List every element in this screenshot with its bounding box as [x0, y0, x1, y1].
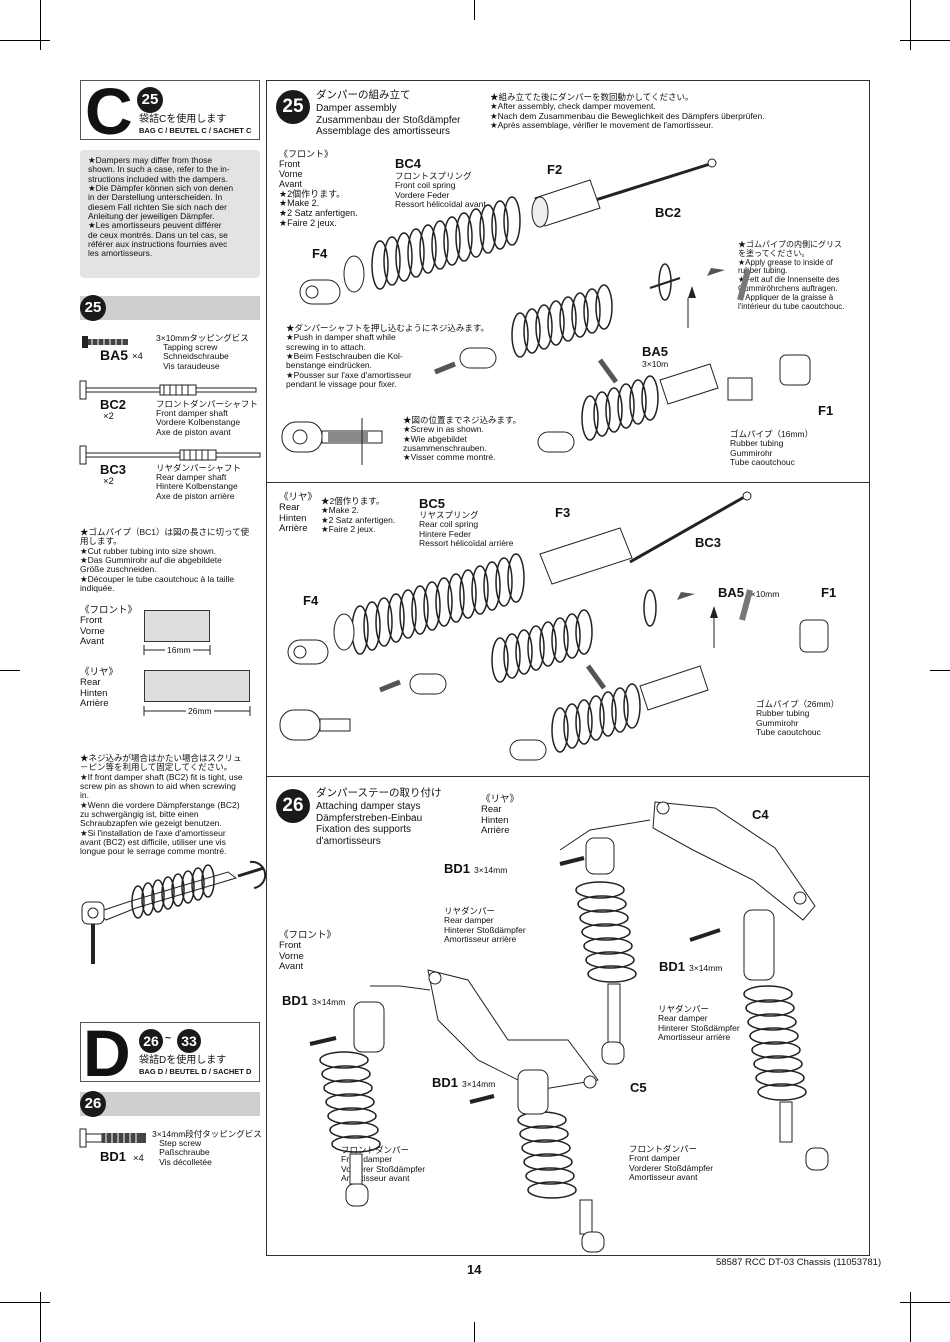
- bag-c-label: BAG C / BEUTEL C / SACHET C: [139, 126, 252, 135]
- rear-damper-shaft-icon: [79, 445, 261, 465]
- label-bc4: BC4: [395, 156, 422, 171]
- label-ba5-a-size: 3×10m: [642, 359, 669, 369]
- part-name-bc3: リヤダンパーシャフト Rear damper shaft Hintere Kol…: [156, 463, 241, 501]
- front-damper-label-b: フロントダンパー Front damper Vorderer Stoßdämpf…: [629, 1144, 714, 1183]
- label-c5: C5: [630, 1080, 647, 1095]
- label-ba5-b: BA5: [718, 585, 745, 600]
- tubing-front-length: 16mm: [165, 645, 193, 656]
- rear-damper-assembly-diagram: [279, 491, 829, 761]
- label-bc2-a: BC2: [655, 205, 682, 220]
- tube-16-label: ゴムパイプ（16mm） Rubber tubing Gummirohr Tube…: [730, 429, 814, 468]
- front-damper-assembly-diagram: [281, 158, 811, 465]
- tube-26-label: ゴムパイプ（26mm） Rubber tubing Gummirohr Tube…: [756, 699, 840, 738]
- tubing-rear-length: 26mm: [186, 706, 214, 717]
- label-bc5-desc: リヤスプリング Rear coil spring Hintere Feder R…: [419, 510, 514, 549]
- step-25-rear-make: ★2個作ります。 ★Make 2. ★2 Satz anfertigen. ★F…: [321, 496, 396, 535]
- bag-d-jp: 袋詰Dを使用します: [139, 1055, 227, 1066]
- step-25-title-jp: ダンパーの組み立て: [316, 89, 411, 101]
- part-qty-bd1: ×4: [133, 1153, 144, 1164]
- part-qty-ba5: ×4: [132, 351, 143, 362]
- rear-damper-label-b: リヤダンパー Rear damper Hinterer Stoßdämpfer …: [658, 1004, 740, 1043]
- tubing-front-label: 《フロント》 Front Vorne Avant: [80, 605, 138, 647]
- section-c-header: C 25 袋詰Cを使用します BAG C / BEUTEL C / SACHET…: [80, 78, 260, 144]
- step-badge-26: 26: [139, 1029, 163, 1053]
- screw-pin-note: ★ネジ込みが場合はかたい場合はスクリュ －ピン等を利用して固定してください。 ★…: [80, 753, 243, 857]
- part-code-bc2: BC2: [100, 397, 127, 412]
- step-26-title: Attaching damper stays Dämpferstreben-Ei…: [316, 801, 423, 847]
- label-bd1-a: BD1: [444, 861, 471, 876]
- part-code-ba5: BA5: [100, 347, 129, 363]
- tubing-rear-rect: [144, 670, 250, 702]
- step-band-25-badge: 25: [80, 295, 106, 321]
- label-bd1-c: BD1: [282, 993, 309, 1008]
- bag-c-jp: 袋詰Cを使用します: [139, 114, 227, 125]
- label-f4-b: F4: [303, 593, 319, 608]
- damper-note: ★Dampers may differ from those shown. In…: [88, 155, 234, 259]
- frame-divider-2: [266, 776, 870, 777]
- label-bd1-b-size: 3×14mm: [689, 963, 723, 973]
- step-26-badge: 26: [276, 789, 310, 823]
- tubing-front-rect: [144, 610, 210, 642]
- part-name-ba5: 3×10mmタッピングビス Tapping screw Schneidschra…: [156, 333, 249, 371]
- tubing-rear-label: 《リヤ》 Rear Hinten Arrière: [80, 667, 119, 709]
- label-bd1-d-size: 3×14mm: [462, 1079, 496, 1089]
- model-code: 58587 RCC DT-03 Chassis (11053781): [716, 1257, 882, 1268]
- step-25-rear-label: 《リヤ》 Rear Hinten Arrière: [279, 492, 318, 534]
- step-band-26-badge: 26: [80, 1091, 106, 1117]
- bag-d-label: BAG D / BEUTEL D / SACHET D: [139, 1067, 252, 1076]
- part-name-bc2: フロントダンパーシャフト Front damper shaft Vordere …: [156, 399, 258, 437]
- label-bc4-desc: フロントスプリング Front coil spring Vordere Fede…: [395, 171, 486, 210]
- main-frame: [266, 80, 870, 1256]
- step-band-25: [80, 296, 260, 320]
- label-f2: F2: [547, 162, 563, 177]
- damper-note-box: [80, 150, 260, 278]
- tubing-cut-note: ★ゴムパイプ（BC1）は図の長さに切って使 用します。 ★Cut rubber …: [80, 527, 250, 594]
- step-badge-25: 25: [137, 87, 163, 113]
- part-code-bc3: BC3: [100, 462, 127, 477]
- label-c4: C4: [752, 807, 769, 822]
- front-damper-shaft-icon: [79, 380, 257, 400]
- step-range-sep: ~: [165, 1032, 172, 1044]
- section-letter-c: C: [85, 74, 133, 148]
- step-26-rear-label: 《リヤ》 Rear Hinten Arrière: [481, 794, 520, 836]
- part-code-bd1: BD1: [100, 1149, 127, 1164]
- step-26-title-jp: ダンパーステーの取り付け: [316, 787, 442, 799]
- screw-in-note: ★図の位置までネジ込みます。 ★Screw in as shown. ★Wie …: [403, 415, 522, 463]
- step-26-front-label: 《フロント》 Front Vorne Avant: [279, 930, 337, 972]
- damper-stay-diagram: [309, 801, 829, 1253]
- section-letter-d: D: [83, 1016, 131, 1090]
- push-note: ★ダンパーシャフトを押し込むようにネジ込みます。 ★Push in damper…: [286, 323, 489, 390]
- step-screw-icon: [79, 1128, 146, 1148]
- step-band-26: [80, 1092, 260, 1116]
- step-25-title: Damper assembly Zusammenbau der Stoßdämp…: [316, 103, 461, 137]
- label-f3: F3: [555, 505, 571, 520]
- part-qty-bc3: ×2: [103, 476, 114, 487]
- label-bd1-d: BD1: [432, 1075, 459, 1090]
- label-bc5: BC5: [419, 496, 446, 511]
- label-ba5-b-size: 3×10mm: [746, 589, 780, 599]
- label-f1-a: F1: [818, 403, 834, 418]
- label-bd1-b: BD1: [659, 959, 686, 974]
- label-f1-b: F1: [821, 585, 837, 600]
- step-25-front-label: 《フロント》 Front Vorne Avant ★2個作ります。 ★Make …: [279, 149, 358, 229]
- screw-pin-illustration: [81, 860, 267, 964]
- rear-damper-label-a: リヤダンパー Rear damper Hinterer Stoßdämpfer …: [444, 906, 526, 945]
- step-25-after-note: ★組み立てた後にダンパーを数回動かしてください。 ★After assembly…: [490, 92, 765, 131]
- label-bc3-a: BC3: [695, 535, 722, 550]
- label-ba5-a: BA5: [642, 344, 669, 359]
- step-badge-33: 33: [177, 1029, 201, 1053]
- part-name-bd1: 3×14mm段付タッピングビス Step screw Paßschraube V…: [152, 1129, 262, 1167]
- frame-divider-1: [266, 482, 870, 483]
- label-bd1-c-size: 3×14mm: [312, 997, 346, 1007]
- label-f4-a: F4: [312, 246, 328, 261]
- page-number: 14: [467, 1262, 482, 1277]
- label-bd1-a-size: 3×14mm: [474, 865, 508, 875]
- section-d-header: D 26 ~ 33 袋詰Dを使用します BAG D / BEUTEL D / S…: [80, 1020, 260, 1086]
- tapping-screw-icon: [82, 336, 128, 348]
- part-qty-bc2: ×2: [103, 411, 114, 422]
- step-25-badge: 25: [276, 90, 310, 124]
